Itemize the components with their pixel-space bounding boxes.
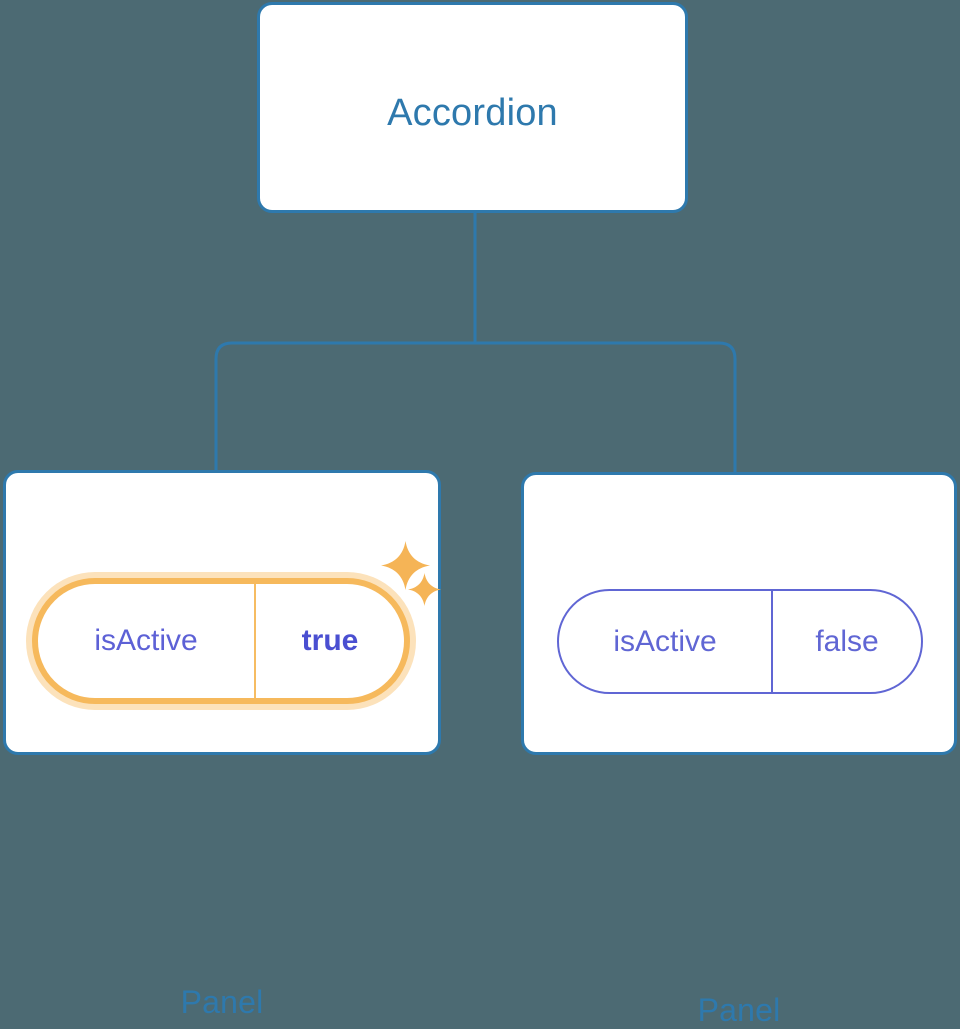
prop-key-label: isActive [38, 584, 256, 698]
prop-key-label: isActive [559, 591, 773, 692]
node-accordion[interactable]: Accordion [257, 2, 688, 213]
diagram-canvas: Accordion Panel isActive true Panel isAc… [3, 2, 957, 1028]
prop-pill-isactive-false[interactable]: isActive false [557, 589, 923, 694]
prop-pill-isactive-true[interactable]: isActive true [32, 578, 410, 704]
node-panel-inactive-label: Panel [697, 992, 781, 1028]
prop-value-label: true [301, 624, 359, 657]
connector-branch [214, 341, 737, 474]
node-panel-active-label: Panel [180, 984, 264, 1020]
prop-value-label: false [815, 624, 879, 658]
node-accordion-label: Accordion [387, 92, 558, 134]
